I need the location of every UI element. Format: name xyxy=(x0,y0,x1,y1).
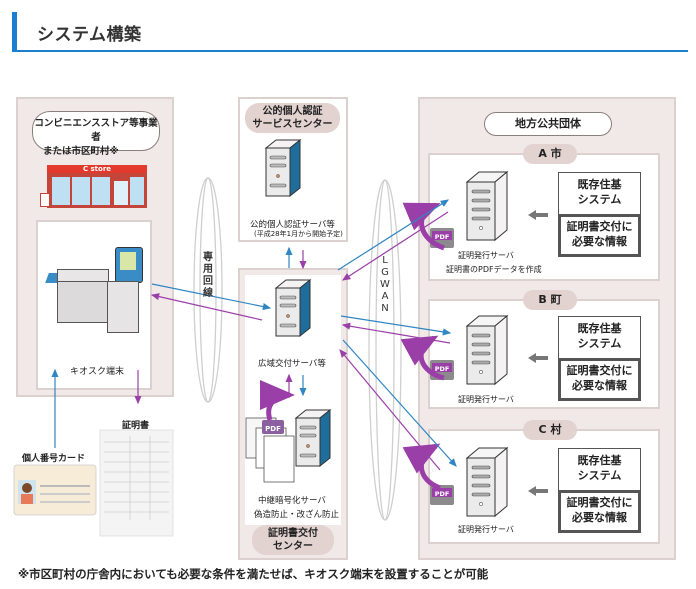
municipality-c-name: C 村 xyxy=(523,420,577,440)
kiosk-terminal-icon xyxy=(45,245,145,335)
store-title-pill: コンビニエンスストア等事業者 または市区町村※ xyxy=(32,111,160,157)
b-system-bot-2: 必要な情報 xyxy=(572,379,627,393)
a-system-bot-1: 証明書交付に xyxy=(566,220,633,234)
page-title: システム構築 xyxy=(37,25,142,45)
a-system-top-2: システム xyxy=(577,193,622,207)
jpki-center-title: 公的個人認証 サービスセンター xyxy=(245,103,340,133)
municipality-a-extra-label: 証明書のPDFデータを作成 xyxy=(446,265,542,274)
b-system-top-2: システム xyxy=(577,337,622,351)
a-system-bot-2: 必要な情報 xyxy=(572,235,627,249)
b-system-bot-1: 証明書交付に xyxy=(566,364,633,378)
certificate-label: 証明書 xyxy=(122,421,150,431)
municipality-b-server-label: 証明発行サーバ xyxy=(458,395,514,404)
c-system-top-2: システム xyxy=(577,469,622,483)
issuance-center-inner xyxy=(245,275,341,525)
municipality-a-name: A 市 xyxy=(523,144,577,164)
footnote: ※市区町村の庁舎内においても必要な条件を満たせば、キオスク端末を設置することが可… xyxy=(18,567,489,581)
b-system-top-1: 既存住基 xyxy=(577,322,622,336)
jpki-server-note: (平成28年1月から開始予定) xyxy=(254,230,343,238)
wide-area-server-label: 広域交付サーバ等 xyxy=(258,359,326,369)
jpki-title-line1: 公的個人認証 xyxy=(262,106,323,117)
store-title-line1: コンビニエンスストア等事業者 xyxy=(34,118,158,143)
jpki-server-label: 公的個人認証サーバ等 xyxy=(250,220,335,230)
lgwan-label: LGWAN xyxy=(380,255,390,314)
dedicated-line-label: 専用回線 xyxy=(203,252,213,299)
lgwan-cloud xyxy=(368,179,402,521)
mynumber-card-icon xyxy=(13,464,97,516)
municipality-c-system: 既存住基システム 証明書交付に必要な情報 xyxy=(558,448,641,533)
issuance-title-line1: 証明書交付 xyxy=(268,528,318,539)
c-system-top-1: 既存住基 xyxy=(577,454,622,468)
c-system-bot-2: 必要な情報 xyxy=(572,511,627,525)
relay-server-label: 中継暗号化サーバ xyxy=(258,496,326,506)
c-system-bot-1: 証明書交付に xyxy=(566,496,633,510)
local-gov-title: 地方公共団体 xyxy=(484,112,612,136)
section-header: システム構築 xyxy=(12,12,688,52)
store-building-icon: C store xyxy=(40,165,152,210)
a-system-top-1: 既存住基 xyxy=(577,178,622,192)
store-sign: C store xyxy=(82,165,112,173)
issuance-center-title: 証明書交付 センター xyxy=(252,525,334,555)
municipality-b-system: 既存住基システム 証明書交付に必要な情報 xyxy=(558,316,641,401)
jpki-title-line2: サービスセンター xyxy=(252,119,333,130)
municipality-a-server-label: 証明発行サーバ xyxy=(458,251,514,260)
municipality-c-server-label: 証明発行サーバ xyxy=(458,525,514,534)
mynumber-card-label: 個人番号カード xyxy=(22,454,86,464)
certificate-paper-icon xyxy=(99,429,174,537)
store-title-line2: または市区町村※ xyxy=(43,146,119,157)
kiosk-label: キオスク端末 xyxy=(70,367,125,377)
issuance-title-line2: センター xyxy=(273,541,313,552)
municipality-a-system: 既存住基システム 証明書交付に必要な情報 xyxy=(558,172,641,257)
relay-server-note: 偽造防止・改ざん防止 xyxy=(254,510,340,520)
municipality-b-name: B 町 xyxy=(523,290,577,310)
